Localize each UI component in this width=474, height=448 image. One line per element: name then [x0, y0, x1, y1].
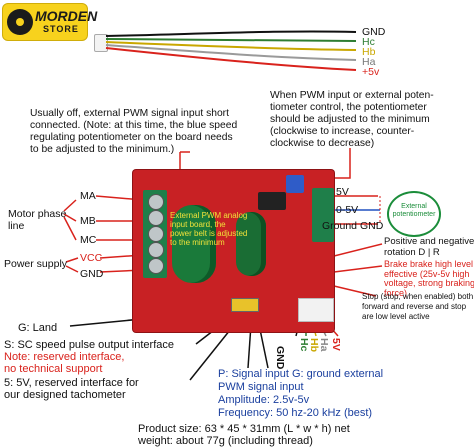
wire-label-hc: Hc	[362, 36, 375, 48]
product-weight: weight: about 77g (including thread)	[138, 435, 313, 447]
label-rotation: Positive and negative rotation D | R	[384, 236, 474, 258]
note-stop: Stop (stop, when enabled) both forward a…	[362, 292, 474, 321]
pin-5v: 5V	[330, 338, 342, 351]
label-5v: 5V	[336, 186, 349, 198]
hall-connector	[298, 298, 334, 322]
screw-icon	[148, 194, 164, 210]
pin-gnd: GND	[274, 346, 286, 370]
label-mc: MC	[80, 234, 97, 246]
wire-label-ha: Ha	[362, 56, 376, 68]
signal-terminal-block	[312, 188, 334, 242]
label-brake: Brake brake high level effective (25v-5v…	[384, 259, 474, 298]
screw-icon	[148, 210, 164, 226]
screw-icon	[148, 226, 164, 242]
wire-5v	[105, 47, 357, 71]
pin-ha: Ha	[318, 338, 330, 352]
label-ground-gnd: Ground GND	[322, 220, 384, 232]
note-pwm-right: When PWM input or external poten- tiomet…	[270, 90, 434, 149]
label-sc-speed: S: SC speed pulse output interface	[4, 339, 174, 351]
wire-label-hb: Hb	[362, 46, 376, 58]
wire-hc	[105, 38, 357, 42]
label-mb: MB	[80, 215, 96, 227]
note-pwm-left: Usually off, external PWM signal input s…	[30, 108, 238, 155]
external-potentiometer-label: External potentiometer	[392, 203, 436, 218]
label-ma: MA	[80, 190, 96, 202]
label-0-5v: 0-5V	[336, 204, 359, 216]
label-motor-phase: Motor phase line	[8, 208, 67, 232]
wire-label-gnd: GND	[362, 26, 386, 38]
label-vcc: VCC	[80, 252, 103, 264]
wire-hb	[105, 41, 357, 51]
screw-icon	[148, 258, 164, 274]
capacitor-large	[172, 205, 216, 283]
motor-terminal-block	[143, 190, 167, 278]
wire-label-5v: +5v	[362, 66, 380, 78]
screw-icon	[148, 242, 164, 258]
label-reserved: Note: reserved interface, no technical s…	[4, 351, 125, 375]
external-potentiometer: External potentiometer	[387, 191, 441, 237]
brand-logo: MORDEN STORE	[3, 4, 97, 40]
label-g-land: G: Land	[18, 322, 58, 334]
board-overlay-note: External PWM analog input board, the pow…	[170, 211, 248, 247]
product-size: Product size: 63 * 45 * 31mm (L * w * h)…	[138, 423, 350, 435]
signal-header-pins	[231, 298, 259, 312]
wire-ha	[105, 44, 357, 61]
pwm-frequency: Frequency: 50 hz-20 kHz (best)	[218, 407, 373, 419]
label-5v-tachometer: 5: 5V, reserved interface for our design…	[4, 377, 139, 401]
logo-store: STORE	[43, 24, 79, 34]
logo-brand: MORDEN	[35, 8, 98, 24]
label-gnd: GND	[80, 268, 104, 280]
speed-potentiometer[interactable]	[286, 175, 304, 193]
pwm-info-line2: PWM signal input	[218, 381, 304, 393]
pwm-amplitude: Amplitude: 2.5v-5v	[218, 394, 310, 406]
capacitor-small	[236, 212, 266, 276]
pwm-info-line1: P: Signal input G: ground external	[218, 368, 384, 380]
label-power-supply: Power supply	[4, 258, 68, 270]
wire-gnd	[105, 30, 357, 37]
gear-icon	[7, 9, 33, 35]
chip-icon	[258, 192, 286, 210]
